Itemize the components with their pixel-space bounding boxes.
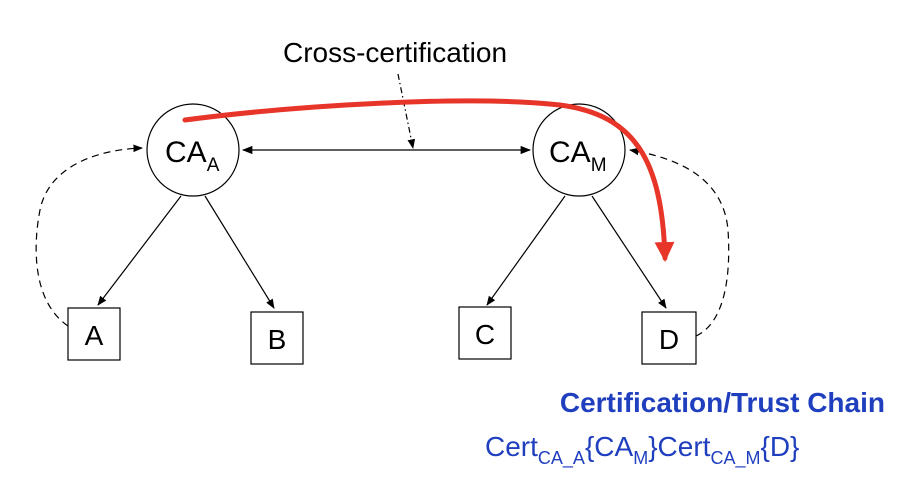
formula-subject1-close: } (648, 431, 657, 462)
chain-title: Certification/Trust Chain (560, 387, 885, 418)
node-c-label: C (475, 319, 495, 350)
cross-certification-label: Cross-certification (283, 37, 507, 68)
node-b-box (250, 311, 304, 365)
node-a-box (67, 307, 121, 361)
formula-cert1: Cert (485, 431, 538, 462)
ca-a-label: CAA (165, 136, 220, 176)
formula-subject1-sub: M (633, 448, 648, 468)
edge-ca-m-to-c (486, 195, 566, 306)
formula-subject1: {CA (585, 431, 634, 462)
node-b-label: B (268, 324, 287, 355)
ca-a-base: CA (165, 136, 207, 169)
edge-ca-m-to-d (591, 195, 667, 309)
ca-m-label: CAM (549, 136, 607, 176)
formula-cert2-sub: CA_M (710, 448, 760, 469)
formula-cert1-sub: CA_A (538, 448, 585, 469)
trust-anchor-arc-d (629, 147, 730, 337)
ca-m-subscript: M (591, 155, 607, 176)
cross-certification-pointer (397, 73, 416, 149)
edge-ca-a-to-b (204, 195, 275, 309)
node-d-box (641, 311, 697, 365)
formula-subject2: {D} (760, 431, 799, 462)
node-d-label: D (659, 324, 679, 355)
edge-ca-a-to-a (97, 195, 182, 306)
formula-cert2: Cert (658, 431, 711, 462)
trust-chain-path (182, 98, 675, 262)
ca-m-node (532, 103, 626, 197)
trust-anchor-arc-a (35, 144, 143, 327)
ca-a-subscript: A (207, 155, 220, 176)
node-a-label: A (85, 320, 104, 351)
ca-m-base: CA (549, 136, 591, 169)
node-c-box (458, 306, 512, 360)
chain-formula: CertCA_A{CAM}CertCA_M{D} (485, 431, 799, 469)
ca-a-node (146, 103, 240, 197)
